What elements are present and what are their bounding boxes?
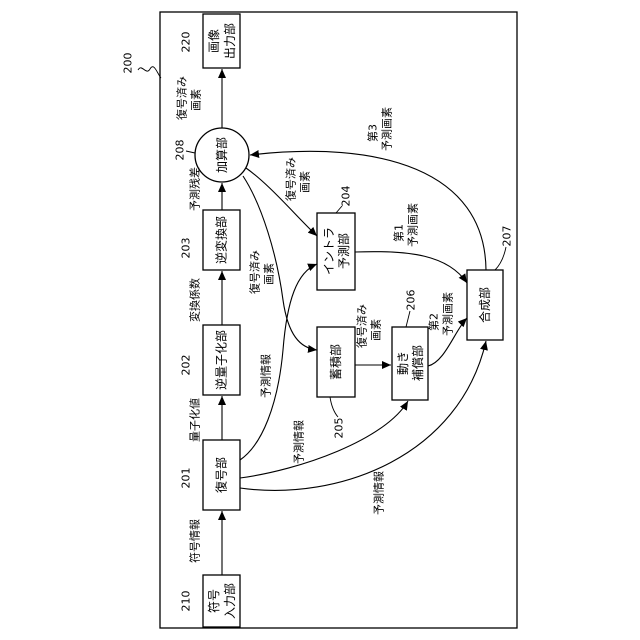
code-input-label-line2: 入力部 — [222, 583, 237, 619]
signal-second-prediction-pixels: 第2 予測画素 — [427, 292, 455, 336]
signal-second-prediction-pixels-line1: 第2 — [427, 313, 441, 331]
inverse-quantizer-block: 逆量子化部 202 — [180, 325, 241, 395]
inverse-transformer-numeral: 203 — [180, 238, 193, 259]
signal-code-info: 符号情報 — [189, 519, 202, 563]
signal-decoded-pixels-to-motion-line1: 復号済み — [355, 304, 369, 348]
decoder-numeral: 201 — [180, 468, 193, 489]
signal-transform-coefficient: 変換係数 — [188, 278, 202, 322]
signal-decoded-pixels-to-storage-line2: 画素 — [263, 263, 276, 285]
signal-third-prediction-pixels-line1: 第3 — [366, 124, 380, 142]
adder-block: 加算部 208 — [174, 128, 250, 182]
combiner-numeral: 207 — [501, 226, 514, 247]
image-output-label-line1: 画像 — [207, 29, 221, 53]
figure-numeral-leader — [138, 67, 161, 78]
image-output-numeral: 220 — [180, 32, 193, 53]
image-output-block: 画像 出力部 220 — [180, 14, 241, 68]
signal-decoded-pixels-to-intra: 復号済み 画素 — [284, 157, 312, 201]
code-input-label-line1: 符号 — [206, 589, 221, 613]
storage-block: 蓄積部 205 — [317, 327, 355, 439]
motion-compensation-numeral: 206 — [405, 290, 418, 311]
combiner-label: 合成部 — [477, 287, 492, 323]
image-output-label-line2: 出力部 — [222, 23, 237, 59]
intra-prediction-label-line1: イントラ — [322, 227, 336, 275]
signal-first-prediction-pixels: 第1 予測画素 — [392, 203, 420, 247]
inverse-quantizer-numeral: 202 — [180, 355, 193, 376]
signal-decoded-pixels-output-line1: 復号済み — [175, 76, 189, 120]
signal-decoded-pixels-to-intra-line1: 復号済み — [284, 157, 298, 201]
intra-prediction-numeral: 204 — [340, 186, 353, 207]
adder-numeral: 208 — [174, 140, 187, 161]
signal-quantized-value: 量子化値 — [188, 398, 202, 442]
code-input-numeral: 210 — [180, 591, 193, 612]
signal-first-prediction-pixels-line1: 第1 — [392, 224, 406, 242]
signal-decoded-pixels-output: 復号済み 画素 — [175, 76, 203, 120]
arrow-intra-to-combiner — [355, 252, 467, 283]
adder-label: 加算部 — [214, 137, 229, 173]
storage-numeral-leader — [330, 397, 338, 417]
storage-label: 蓄積部 — [328, 344, 343, 380]
signal-decoded-pixels-output-line2: 画素 — [190, 89, 203, 111]
inverse-transformer-block: 逆変換部 203 — [180, 210, 241, 270]
decoder-block: 復号部 201 — [180, 440, 241, 510]
intra-prediction-block: イントラ 予測部 204 — [317, 186, 355, 291]
motion-compensation-label-line1: 動き — [396, 351, 410, 375]
signal-third-prediction-pixels-line2: 予測画素 — [380, 107, 394, 151]
combiner-block: 合成部 207 — [467, 226, 514, 341]
motion-compensation-label-line2: 補償部 — [410, 345, 425, 381]
figure-frame — [160, 12, 517, 628]
signal-first-prediction-pixels-line2: 予測画素 — [406, 203, 420, 247]
motion-compensation-block: 動き 補償部 206 — [392, 290, 428, 401]
adder-numeral-leader — [186, 151, 195, 153]
signal-prediction-info-to-combiner: 予測情報 — [372, 471, 386, 515]
signal-prediction-info-to-motion: 予測情報 — [292, 420, 306, 464]
signal-decoded-pixels-to-motion-line2: 画素 — [370, 319, 383, 341]
intra-prediction-label-line2: 予測部 — [336, 233, 351, 269]
figure-numeral: 200 — [122, 53, 135, 74]
inverse-transformer-label: 逆変換部 — [214, 216, 229, 264]
motion-compensation-numeral-leader — [406, 311, 410, 327]
arrow-decoder-to-combiner — [240, 341, 486, 490]
signal-prediction-info-to-intra: 予測情報 — [259, 354, 273, 398]
signal-third-prediction-pixels: 第3 予測画素 — [366, 107, 394, 151]
decoder-label: 復号部 — [214, 457, 229, 493]
combiner-numeral-leader — [495, 247, 506, 270]
code-input-block: 符号 入力部 210 — [180, 575, 241, 627]
signal-prediction-residual: 予測残差 — [188, 167, 202, 211]
signal-second-prediction-pixels-line2: 予測画素 — [441, 292, 455, 336]
signal-decoded-pixels-to-intra-line2: 画素 — [299, 171, 312, 193]
storage-numeral: 205 — [333, 418, 346, 439]
inverse-quantizer-label: 逆量子化部 — [214, 330, 229, 390]
signal-decoded-pixels-to-storage: 復号済み 画素 — [248, 250, 276, 294]
signal-decoded-pixels-to-motion: 復号済み 画素 — [355, 304, 383, 348]
signal-decoded-pixels-to-storage-line1: 復号済み — [248, 250, 262, 294]
